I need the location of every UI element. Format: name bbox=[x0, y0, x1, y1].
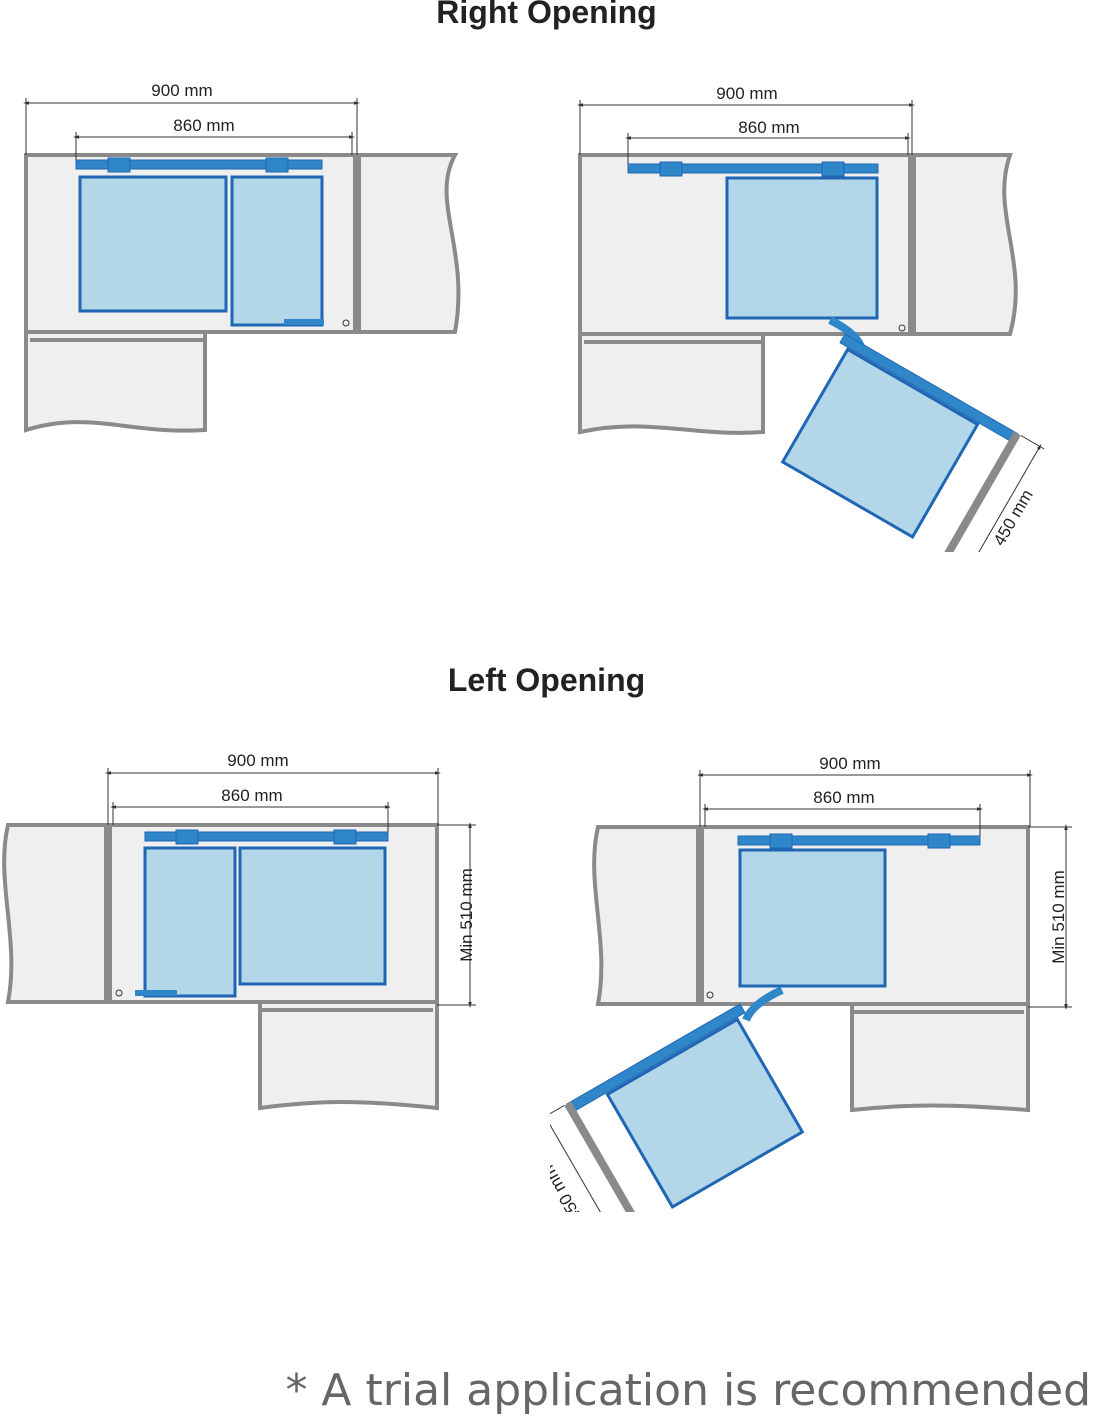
inner-width-label: 860 mm bbox=[173, 116, 234, 135]
slide-rail bbox=[627, 163, 879, 174]
hinge-screw bbox=[342, 319, 350, 327]
extension-depth-line bbox=[550, 1113, 622, 1212]
rear-basket bbox=[143, 846, 237, 998]
front-basket bbox=[780, 347, 980, 540]
hinge-screw bbox=[706, 991, 714, 999]
outer-width-label: 900 mm bbox=[227, 751, 288, 770]
outer-width-label: 900 mm bbox=[151, 81, 212, 100]
rail-bracket bbox=[333, 829, 357, 845]
inner-width-label: 860 mm bbox=[738, 118, 799, 137]
lower-cabinet bbox=[24, 330, 207, 433]
rail-bracket bbox=[927, 833, 951, 849]
rail-bracket bbox=[821, 161, 845, 177]
extension-line bbox=[550, 1105, 565, 1120]
rail-bracket bbox=[769, 833, 793, 849]
extension-depth-line bbox=[963, 443, 1042, 552]
right-opening-open-diagram: 450 mm 900 mm 860 mm bbox=[577, 84, 1045, 552]
slide-rail bbox=[144, 831, 389, 842]
lower-cabinet bbox=[578, 332, 765, 435]
right-opening-title: Right Opening bbox=[436, 0, 657, 30]
basket-foot bbox=[135, 990, 177, 996]
left-opening-open-diagram: 450 mm 900 mm 860 mm Min 510 mm bbox=[550, 754, 1072, 1212]
swing-arm bbox=[742, 986, 784, 1022]
outer-width-label: 900 mm bbox=[716, 84, 777, 103]
left-opening-title: Left Opening bbox=[447, 662, 646, 698]
rail-bracket bbox=[659, 161, 683, 177]
rail-bracket bbox=[265, 157, 289, 173]
outer-width-label: 900 mm bbox=[819, 754, 880, 773]
slide-rail bbox=[737, 835, 981, 846]
hinge-screw bbox=[115, 989, 123, 997]
rear-basket bbox=[230, 175, 324, 327]
basket-foot bbox=[284, 319, 324, 325]
extension-depth-label: 450 mm bbox=[990, 486, 1037, 549]
trial-application-note: * A trial application is recommended bbox=[285, 1365, 1091, 1416]
rail-bracket bbox=[107, 157, 131, 173]
lower-cabinet bbox=[258, 1000, 439, 1111]
rear-basket bbox=[725, 176, 879, 320]
min-depth-label: Min 510 mm bbox=[457, 868, 476, 962]
right-opening-closed-diagram: 900 mm 860 mm bbox=[23, 81, 461, 433]
rail-bracket bbox=[175, 829, 199, 845]
inner-width-label: 860 mm bbox=[813, 788, 874, 807]
lower-cabinet bbox=[850, 1002, 1030, 1113]
front-basket bbox=[238, 846, 387, 986]
min-depth-label: Min 510 mm bbox=[1049, 870, 1068, 964]
rear-basket bbox=[738, 848, 887, 988]
inner-width-label: 860 mm bbox=[221, 786, 282, 805]
front-basket bbox=[78, 175, 228, 313]
hinge-screw bbox=[898, 324, 906, 332]
left-opening-closed-diagram: 900 mm 860 mm Min 510 mm bbox=[2, 751, 476, 1111]
slide-rail bbox=[75, 159, 323, 170]
front-basket bbox=[605, 1017, 805, 1210]
extension-depth-label: 450 mm bbox=[550, 1162, 586, 1212]
extension-line bbox=[1020, 435, 1045, 450]
